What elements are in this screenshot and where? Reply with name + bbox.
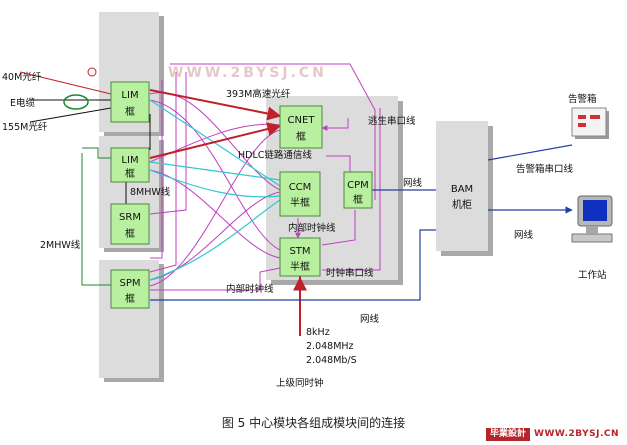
label-net-3: 网线 <box>360 313 380 325</box>
label-mhw2: 2MHW线 <box>40 239 81 251</box>
ccm-sublabel: 半框 <box>290 196 310 209</box>
bam-label: BAM <box>451 184 473 195</box>
label-alarm-box: 告警箱 <box>568 93 597 105</box>
spm-label: SPM <box>119 278 140 289</box>
label-upper-clock: 上级同时钟 <box>276 377 324 389</box>
label-fiber393: 393M高速光纤 <box>226 88 291 100</box>
watermark-text: WWW.2BYSJ.CN <box>168 65 327 81</box>
stm-sublabel: 半框 <box>290 260 310 273</box>
label-fiber40: 40M光纤 <box>2 71 42 83</box>
bam-sublabel: 机柜 <box>452 198 472 211</box>
module-lim-mid[interactable]: LIM 框 <box>110 147 150 183</box>
label-freq-2048mhz: 2.048MHz <box>306 341 354 352</box>
stm-label: STM <box>289 246 310 257</box>
label-hdlc: HDLC链路通信线 <box>238 149 312 161</box>
module-spm[interactable]: SPM 框 <box>110 269 150 309</box>
alarm-box-icon <box>571 107 609 139</box>
cnet-label: CNET <box>288 115 316 126</box>
module-cnet[interactable]: CNET 框 <box>279 105 323 149</box>
lim-mid-sublabel: 框 <box>125 167 135 180</box>
workstation-icon <box>571 195 613 243</box>
label-workstation: 工作站 <box>578 269 607 281</box>
lim-top-label: LIM <box>121 90 138 101</box>
label-freq-8k: 8kHz <box>306 327 330 338</box>
module-srm[interactable]: SRM 框 <box>110 203 150 245</box>
label-alarm-serial: 告警箱串口线 <box>516 163 574 175</box>
cpm-label: CPM <box>347 180 369 191</box>
diagram-labels: 40M光纤 E电缆 155M光纤 8MHW线 2MHW线 393M高速光纤 HD… <box>2 71 607 389</box>
spm-sublabel: 框 <box>125 292 135 305</box>
lim-mid-label: LIM <box>121 155 138 166</box>
label-freq-2048mbs: 2.048Mb/S <box>306 355 357 366</box>
srm-label: SRM <box>119 212 141 223</box>
rack-bam <box>436 121 493 256</box>
cnet-sublabel: 框 <box>296 130 306 143</box>
label-clock-serial: 时钟串口线 <box>326 267 374 279</box>
srm-sublabel: 框 <box>125 227 135 240</box>
label-internal-clock-1: 内部时钟线 <box>288 222 336 234</box>
module-cpm[interactable]: CPM 框 <box>343 171 373 209</box>
left-links <box>19 67 151 286</box>
module-ccm[interactable]: CCM 半框 <box>279 171 321 217</box>
ccm-label: CCM <box>289 182 312 193</box>
red-links <box>149 89 307 336</box>
label-net-2: 网线 <box>514 229 534 241</box>
module-stm[interactable]: STM 半框 <box>279 237 321 277</box>
brand-url: WWW.2BYSJ.CN <box>534 429 620 439</box>
label-net-1: 网线 <box>403 177 423 189</box>
cpm-sublabel: 框 <box>353 193 363 206</box>
label-ecable: E电缆 <box>10 97 36 109</box>
label-fiber155: 155M光纤 <box>2 121 48 133</box>
brand-footer: 毕業設計 WWW.2BYSJ.CN <box>486 427 627 441</box>
label-internal-clock-2: 内部时钟线 <box>226 283 274 295</box>
label-escape: 逃生串口线 <box>368 115 416 127</box>
module-lim-top[interactable]: LIM 框 <box>110 81 150 123</box>
lim-top-sublabel: 框 <box>125 105 135 118</box>
label-mhw8: 8MHW线 <box>130 186 171 198</box>
brand-badge: 毕業設計 <box>486 427 531 441</box>
figure-caption: 图 5 中心模块各组成模块间的连接 <box>221 416 406 430</box>
blue-links <box>150 144 573 301</box>
